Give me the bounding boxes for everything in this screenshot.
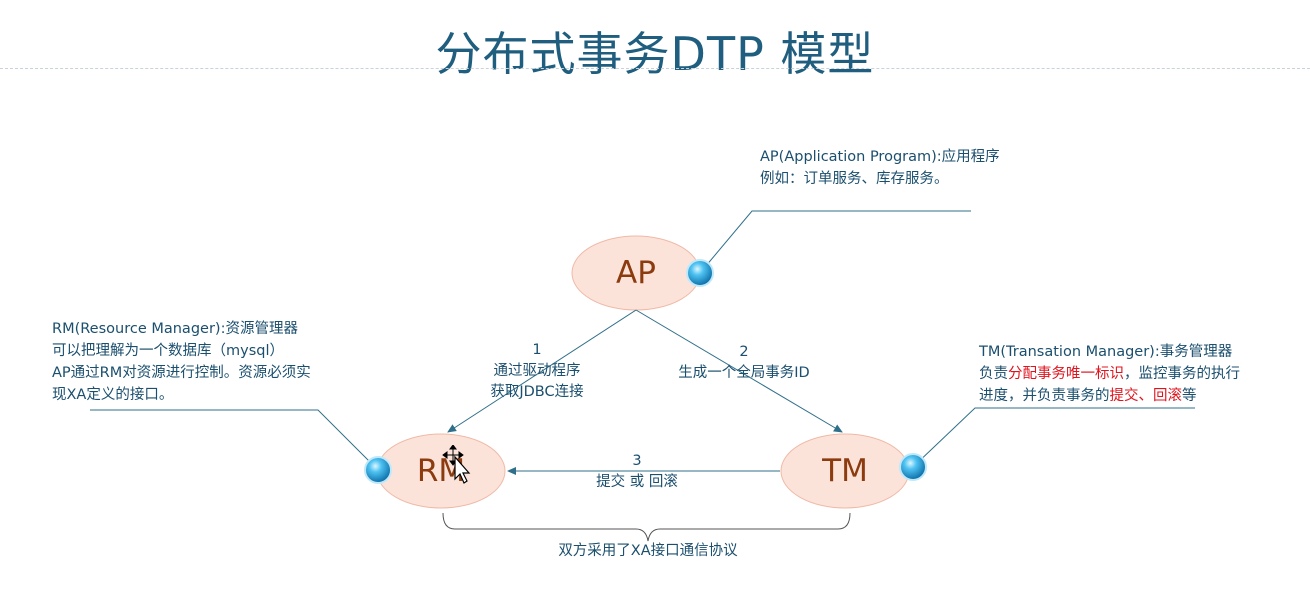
- edge-text: 获取JDBC连接: [490, 384, 584, 400]
- ap-callout-line: [699, 210, 971, 274]
- tm-node-label: TM: [822, 453, 868, 489]
- tm-note-text: 负责: [979, 366, 1008, 382]
- edge-label-tm-rm: 3 提交 或 回滚: [570, 451, 704, 493]
- tm-note-text: ，监控事务的执行: [1124, 366, 1240, 382]
- edge-number: 2: [739, 344, 749, 360]
- tm-note-highlight: 分配事务唯一标识: [1008, 366, 1124, 382]
- edge-number: 1: [532, 342, 542, 358]
- tm-callout-line: [912, 407, 1195, 468]
- rm-note-line: 可以把理解为一个数据库（mysql）: [52, 343, 284, 359]
- edge-label-ap-tm: 2 生成一个全局事务ID: [660, 342, 828, 384]
- bottom-brace: [442, 512, 851, 542]
- rm-note-line: RM(Resource Manager):资源管理器: [52, 321, 298, 337]
- rm-note-line: AP通过RM对资源进行控制。资源必须实: [52, 365, 311, 381]
- tm-note-line: 进度，并负责事务的提交、回滚等: [979, 385, 1240, 407]
- tm-note-line: 负责分配事务唯一标识，监控事务的执行: [979, 363, 1240, 385]
- page-title: 分布式事务DTP 模型: [435, 27, 875, 81]
- edge-text: 生成一个全局事务ID: [678, 365, 810, 381]
- tm-note: TM(Transation Manager):事务管理器 负责分配事务唯一标识，…: [979, 341, 1240, 407]
- ap-callout-dot-icon: [686, 259, 714, 287]
- edge-text: 提交 或 回滚: [596, 474, 678, 490]
- tm-note-text: 等: [1182, 388, 1197, 404]
- rm-callout-line: [90, 409, 379, 471]
- edge-text: 通过驱动程序: [493, 363, 581, 379]
- tm-note-text: 进度，并负责事务的: [979, 388, 1110, 404]
- edge-ap-tm: [635, 309, 843, 433]
- ap-note-line: 例如：订单服务、库存服务。: [760, 171, 949, 187]
- move-cursor-icon: [442, 445, 471, 484]
- brace-label: 双方采用了XA接口通信协议: [558, 543, 738, 559]
- tm-callout-dot-icon: [899, 453, 927, 481]
- ap-note: AP(Application Program):应用程序 例如：订单服务、库存服…: [760, 146, 1000, 190]
- title-divider: [0, 68, 1310, 69]
- edge-label-ap-rm: 1 通过驱动程序 获取JDBC连接: [470, 340, 604, 403]
- rm-note-line: 现XA定义的接口。: [52, 387, 174, 403]
- tm-note-highlight: 提交、回滚: [1109, 388, 1183, 404]
- rm-callout-dot-icon: [364, 456, 392, 484]
- ap-note-line: AP(Application Program):应用程序: [760, 149, 1000, 165]
- tm-note-line: TM(Transation Manager):事务管理器: [979, 344, 1233, 360]
- rm-note: RM(Resource Manager):资源管理器 可以把理解为一个数据库（m…: [52, 318, 311, 406]
- edge-number: 3: [632, 453, 642, 469]
- ap-node-label: AP: [616, 255, 656, 291]
- edge-ap-rm: [447, 309, 637, 433]
